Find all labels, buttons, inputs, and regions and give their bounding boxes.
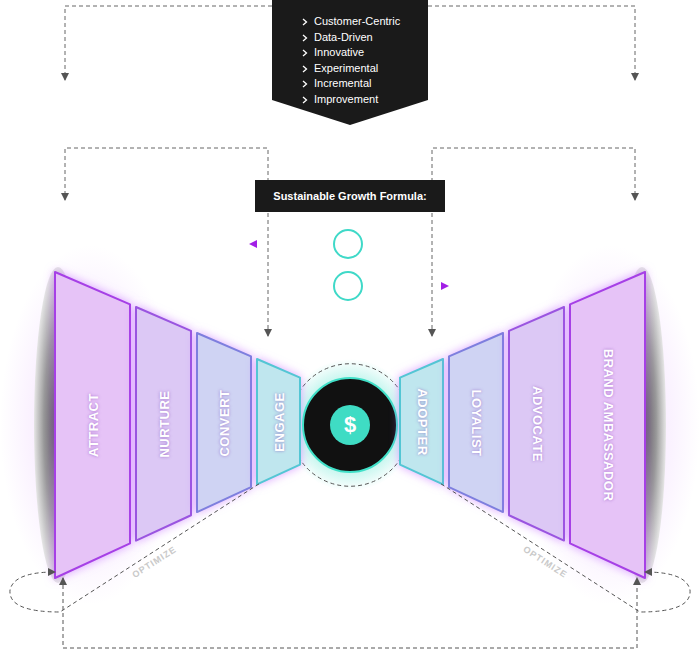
chevron-line (303, 97, 307, 103)
gradient-line (448, 89, 618, 92)
value-text: Experimental (314, 62, 378, 74)
node-segR: BRAND AMBASSADOR (570, 272, 645, 578)
node-segR: LOYALIST (449, 333, 503, 512)
values-box (272, 0, 428, 125)
dashed-arrow (250, 243, 330, 244)
node-segL: ENGAGE (257, 359, 300, 484)
values-list: Customer-CentricData-DrivenInnovativeExp… (314, 14, 400, 108)
dashed-leaders (65, 6, 635, 336)
chevron-line (303, 50, 307, 56)
optimize-connector (10, 484, 259, 612)
chevron (302, 49, 308, 57)
funnel-segment (136, 307, 191, 541)
chevron-line (303, 81, 307, 87)
value-item: Incremental (314, 76, 400, 92)
stage-label: ADOPTER (414, 389, 429, 456)
stage-label: NURTURE (156, 390, 171, 457)
stage-label: ATTRACT (85, 393, 100, 457)
funnel-segment (509, 307, 564, 541)
chevron (302, 80, 308, 88)
formula-circle (334, 272, 362, 300)
value-text: Customer-Centric (314, 15, 400, 27)
dashed-arrow (366, 285, 448, 286)
stage-label: LOYALIST (469, 389, 484, 456)
chevron (302, 96, 308, 104)
revenue-circle (303, 378, 397, 472)
chevron-line (303, 66, 307, 72)
funnel-segment (197, 333, 251, 512)
stage-label: BRAND AMBASSADOR (600, 349, 615, 502)
funnel-segment (55, 272, 130, 578)
value-item: Improvement (314, 92, 400, 108)
formula-circle (334, 230, 362, 258)
chevron (302, 65, 308, 73)
node-pent: Customer-CentricData-DrivenInnovativeExp… (272, 0, 428, 125)
chevron-line (303, 19, 307, 25)
dashed-leader (428, 6, 635, 80)
optimize-connector (63, 578, 637, 648)
value-text: Incremental (314, 77, 371, 89)
value-text: Innovative (314, 46, 364, 58)
stage-label: CONVERT (217, 389, 232, 456)
value-text: Improvement (314, 93, 378, 105)
funnel-segment (570, 272, 645, 578)
dashed-leader (65, 6, 272, 80)
gradient-line (80, 89, 250, 92)
value-text: Data-Driven (314, 31, 373, 43)
formula-box (255, 180, 445, 212)
center-glow (284, 359, 416, 491)
funnel-segment (400, 359, 443, 484)
node-segL: CONVERT (197, 333, 251, 512)
funnel-segment (449, 333, 503, 512)
value-item: Experimental (314, 61, 400, 77)
value-item: Customer-Centric (314, 14, 400, 30)
optimize-connector (441, 484, 690, 612)
node-circle: $ (302, 377, 398, 473)
formula-title: Sustainable Growth Formula: (255, 180, 445, 212)
chevron-line (303, 35, 307, 41)
funnel-segment (257, 359, 300, 484)
stage-label: ADVOCATE (529, 386, 544, 462)
value-item: Innovative (314, 45, 400, 61)
node-segR: ADVOCATE (509, 307, 564, 541)
node-title: Sustainable Growth Formula: (255, 180, 445, 212)
chevron (302, 34, 308, 42)
chevron (302, 18, 308, 26)
node-segL: ATTRACT (55, 272, 130, 578)
dollar-sign: $ (302, 377, 398, 473)
stage-label: ENGAGE (271, 392, 286, 451)
value-item: Data-Driven (314, 30, 400, 46)
node-segL: NURTURE (136, 307, 191, 541)
node-segR: ADOPTER (400, 359, 443, 484)
